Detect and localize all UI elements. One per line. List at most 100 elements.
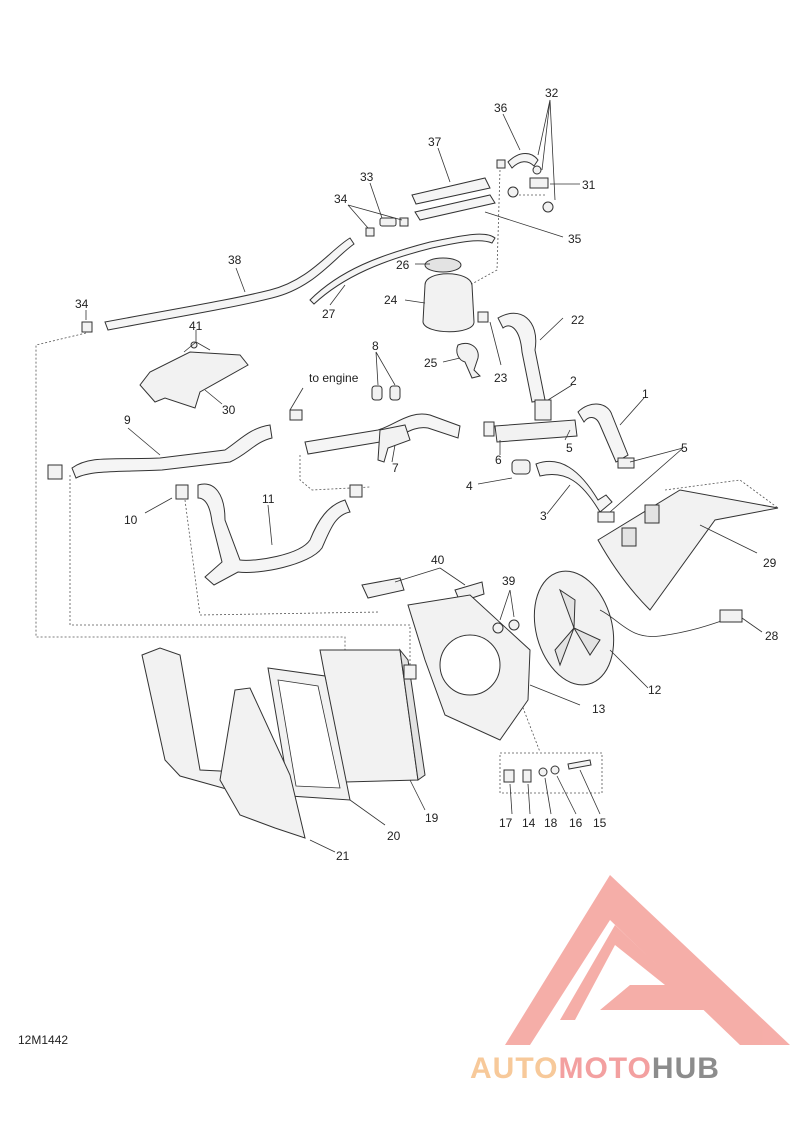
note-to-engine: to engine (309, 371, 359, 385)
clamp-5-upper (617, 457, 635, 469)
part-30 (139, 351, 249, 409)
panel-21-front (219, 687, 306, 839)
brand-moto: MOTO (558, 1052, 651, 1085)
diagram-code: 12M1442 (18, 1033, 68, 1047)
callout-10: 10 (124, 513, 138, 527)
bracket-7 (377, 424, 411, 463)
callout-37: 37 (428, 135, 442, 149)
callout-34-left: 34 (75, 297, 89, 311)
tank-cap-26 (424, 257, 462, 273)
callout-6: 6 (495, 453, 502, 467)
clamp-4 (483, 421, 495, 437)
callout-26: 26 (396, 258, 410, 272)
grommet-39b (508, 619, 520, 631)
callout-40: 40 (431, 553, 445, 567)
callout-33: 33 (360, 170, 374, 184)
hose-9 (71, 424, 273, 479)
logo-triangle-inner (560, 925, 705, 1020)
cap-32a (507, 186, 519, 198)
callout-19: 19 (425, 811, 439, 825)
brand-auto: AUTO (470, 1052, 558, 1085)
grommet-29b (621, 527, 637, 547)
clamp-34-top-b (399, 217, 409, 227)
hose-37 (411, 177, 491, 205)
brand-hub: HUB (652, 1052, 720, 1085)
connector-28 (719, 609, 743, 623)
coupler-6 (494, 419, 578, 443)
callout-31: 31 (582, 178, 596, 192)
clamp-8-b (389, 385, 401, 401)
panel-29 (597, 489, 779, 611)
fitting-33 (379, 217, 397, 227)
screw-41 (190, 341, 198, 349)
callout-32: 32 (545, 86, 559, 100)
washer-16 (550, 765, 560, 775)
frame-20-inner (277, 679, 341, 789)
callout-27: 27 (322, 307, 336, 321)
callout-22: 22 (571, 313, 585, 327)
callout-34-top: 34 (334, 192, 348, 206)
callout-36: 36 (494, 101, 508, 115)
callout-28: 28 (765, 629, 779, 643)
callout-8: 8 (372, 339, 379, 353)
hose-27 (309, 233, 496, 305)
callout-18: 18 (544, 816, 558, 830)
shroud-hole (439, 634, 501, 696)
clamp-10-left (47, 464, 63, 480)
cap-32c (532, 165, 542, 175)
leader-lines (85, 99, 763, 853)
clamp-34-top (365, 227, 375, 237)
callout-9: 9 (124, 413, 131, 427)
callout-17: 17 (499, 816, 513, 830)
clamp-36 (496, 159, 506, 169)
bracket-40a (361, 577, 405, 599)
callout-25: 25 (424, 356, 438, 370)
callouts: 1 2 3 4 5 5 6 7 8 9 10 11 12 13 14 15 16… (75, 86, 779, 863)
bolt-15 (567, 759, 592, 770)
callout-15: 15 (593, 816, 607, 830)
callout-14: 14 (522, 816, 536, 830)
clamp-23 (477, 311, 489, 323)
grommet-29a (644, 504, 660, 524)
callout-7: 7 (392, 461, 399, 475)
hose-36 (507, 153, 539, 169)
grommet-39a (492, 622, 504, 634)
callout-20: 20 (387, 829, 401, 843)
hose-3 (535, 460, 613, 513)
radiator-cap (403, 664, 417, 680)
radiator-19-side (399, 648, 426, 781)
clamp-10-mid (175, 484, 189, 500)
harness-28 (599, 609, 731, 637)
callout-35: 35 (568, 232, 582, 246)
callout-41: 41 (189, 319, 203, 333)
callout-29: 29 (763, 556, 777, 570)
callout-16: 16 (569, 816, 583, 830)
brand-wordmark: AUTOMOTOHUB (470, 1052, 720, 1085)
callout-13: 13 (592, 702, 606, 716)
callout-30: 30 (222, 403, 236, 417)
callout-1: 1 (642, 387, 649, 401)
hose-22 (497, 312, 546, 403)
logo-triangle-outer (505, 875, 790, 1045)
fitting-31 (529, 177, 549, 189)
callout-11: 11 (262, 492, 275, 506)
nut-17 (503, 769, 515, 783)
clamp-7-end (349, 484, 363, 498)
callout-3: 3 (540, 509, 547, 523)
clamp-34-left (81, 321, 93, 333)
callout-21: 21 (336, 849, 350, 863)
callout-39: 39 (502, 574, 516, 588)
dotted-guides (35, 169, 779, 794)
fitting-2 (534, 399, 552, 421)
hose-35 (414, 194, 496, 221)
clamp-9-end (289, 409, 303, 421)
callout-4: 4 (466, 479, 473, 493)
callout-12: 12 (648, 683, 662, 697)
clamp-8-a (371, 385, 383, 401)
automotohub-logo (505, 875, 790, 1045)
expansion-tank-24 (422, 273, 475, 333)
bracket-25 (456, 343, 481, 379)
callout-5-right: 5 (681, 441, 688, 455)
hose-1 (577, 403, 629, 463)
